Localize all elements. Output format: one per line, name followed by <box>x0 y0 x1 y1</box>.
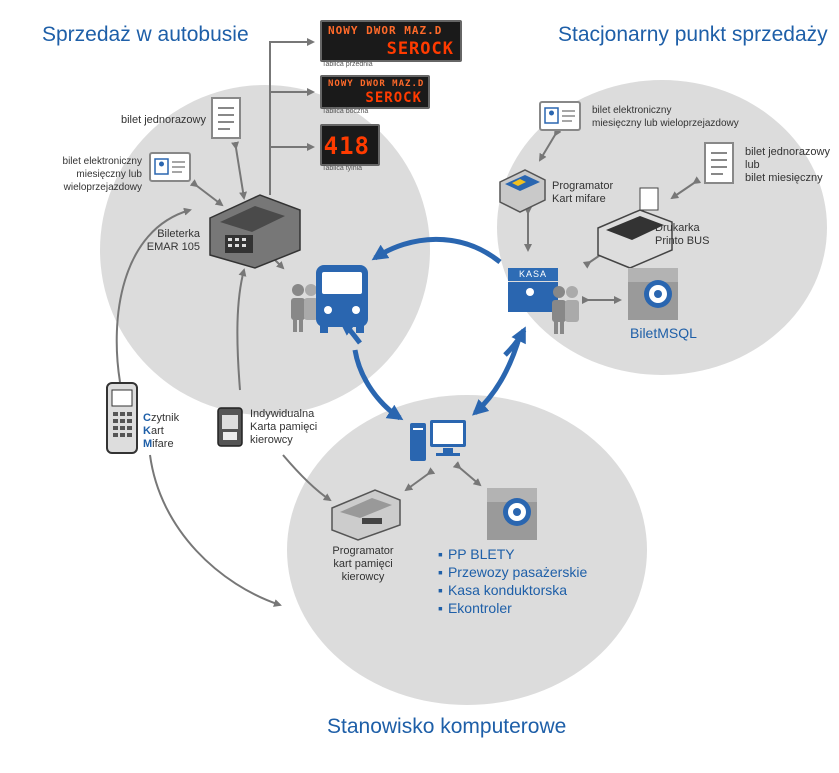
driver-card-programmer-icon <box>331 489 401 541</box>
board-connector-arrows <box>269 38 315 195</box>
printer-line2: Printo BUS <box>655 235 710 247</box>
module-item: Przewozy pasażerskie <box>438 563 587 581</box>
stationary-sale-title: Stacjonarny punkt sprzedaży <box>558 23 828 46</box>
module-item: Kasa konduktorska <box>438 581 587 599</box>
reader-line3: Mifare <box>143 438 179 451</box>
ticket-options-line3: bilet miesięczny <box>745 172 823 184</box>
reader-line2: Kart <box>143 425 179 438</box>
cashier-desk-icon <box>508 282 579 334</box>
module-item: Ekontroler <box>438 599 587 617</box>
side-board-line1: NOWY DWOR MAZ.D <box>328 79 425 89</box>
mifare-programmer-line2: Kart mifare <box>552 193 606 205</box>
ticket-machine-label: Bileterka EMAR 105 <box>130 228 200 254</box>
front-board-line1: NOWY DWOR MAZ.D <box>328 24 443 37</box>
card-programmer-line2: kart pamięci <box>333 558 393 570</box>
mifare-programmer-label: Programator Kart mifare <box>552 180 613 206</box>
rear-route-board: 418 <box>320 124 380 166</box>
reader-letter-m: M <box>143 438 153 450</box>
ticket-doc-icon-stationary <box>704 142 734 184</box>
rear-board-label: Tablica tylnia <box>322 165 363 172</box>
driver-card-line2: Karta pamięci <box>250 421 318 433</box>
reader-letter-k: K <box>143 425 151 437</box>
single-ticket-icon-bus <box>211 97 241 139</box>
bus-icon <box>291 265 368 333</box>
card-programmer-line3: kierowcy <box>341 571 385 583</box>
ticket-machine-line1: Bileterka <box>157 228 200 240</box>
ticket-machine-emar-icon <box>209 194 301 269</box>
reader-line1: Czytnik <box>143 412 179 425</box>
electronic-ticket-stat-line1: bilet elektroniczny <box>592 105 672 116</box>
reader-word-1: zytnik <box>150 412 180 424</box>
printer-label: Drukarka Printo BUS <box>655 222 709 248</box>
side-board-line2: SEROCK <box>365 90 422 106</box>
computer-icon <box>410 420 466 461</box>
driver-card-line1: Indywidualna <box>250 408 315 420</box>
driver-memory-card-icon <box>217 407 243 447</box>
ticket-machine-line2: EMAR 105 <box>146 241 200 253</box>
printer-line1: Drukarka <box>655 222 700 234</box>
front-board-label: Tablica przednia <box>322 61 373 68</box>
database-icon-workstation <box>487 488 537 540</box>
module-item: PP BLETY <box>438 545 587 563</box>
electronic-ticket-label-stationary: bilet elektroniczny miesięczny lub wielo… <box>592 104 739 130</box>
workstation-title: Stanowisko komputerowe <box>327 715 567 738</box>
software-modules-list: PP BLETY Przewozy pasażerskie Kasa kondu… <box>438 545 587 617</box>
electronic-ticket-stat-line2: miesięczny lub wieloprzejazdowy <box>592 118 739 129</box>
kasa-sign: KASA <box>508 268 558 281</box>
electronic-ticket-line2: miesięczny lub wieloprzejazdowy <box>63 169 142 193</box>
ticket-options-label: bilet jednorazowy lub bilet miesięczny <box>745 146 830 185</box>
front-destination-board: NOWY DWOR MAZ.D SEROCK <box>320 20 462 62</box>
printer-icon <box>597 187 673 269</box>
database-icon-stationary <box>628 268 678 320</box>
rear-board-number: 418 <box>323 132 370 160</box>
bus-gray-arrows <box>115 141 332 607</box>
driver-card-label: Indywidualna Karta pamięci kierowcy <box>250 408 317 447</box>
reader-word-2: art <box>150 425 164 437</box>
side-board-label: Tablica boczna <box>322 108 369 115</box>
electronic-ticket-card-icon-stationary <box>539 101 581 131</box>
electronic-ticket-card-icon-bus <box>149 152 191 182</box>
driver-card-programmer-label: Programator kart pamięci kierowcy <box>325 545 401 584</box>
workstation-gray-arrows <box>404 461 482 492</box>
blue-flow-arrows <box>338 236 527 421</box>
ticket-options-line1: bilet jednorazowy <box>745 146 830 158</box>
mifare-programmer-line1: Programator <box>552 180 614 192</box>
front-board-line2: SEROCK <box>386 39 454 59</box>
mifare-reader-icon <box>106 382 138 454</box>
ticket-options-line2: lub <box>745 159 760 171</box>
electronic-ticket-label-bus: bilet elektroniczny miesięczny lub wielo… <box>10 155 142 194</box>
reader-word-3: ifare <box>152 438 174 450</box>
card-programmer-line1: Programator <box>332 545 394 557</box>
bus-sale-title: Sprzedaż w autobusie <box>42 23 249 46</box>
mifare-programmer-icon <box>499 169 546 213</box>
reader-letter-c: C <box>143 412 151 424</box>
side-destination-board: NOWY DWOR MAZ.D SEROCK <box>320 75 430 109</box>
electronic-ticket-line1: bilet elektroniczny <box>62 156 142 167</box>
mifare-reader-label: Czytnik Kart Mifare <box>143 412 179 451</box>
driver-card-line3: kierowcy <box>250 434 293 446</box>
biletmsql-label: BiletMSQL <box>630 325 697 341</box>
single-ticket-label: bilet jednorazowy <box>121 114 206 126</box>
